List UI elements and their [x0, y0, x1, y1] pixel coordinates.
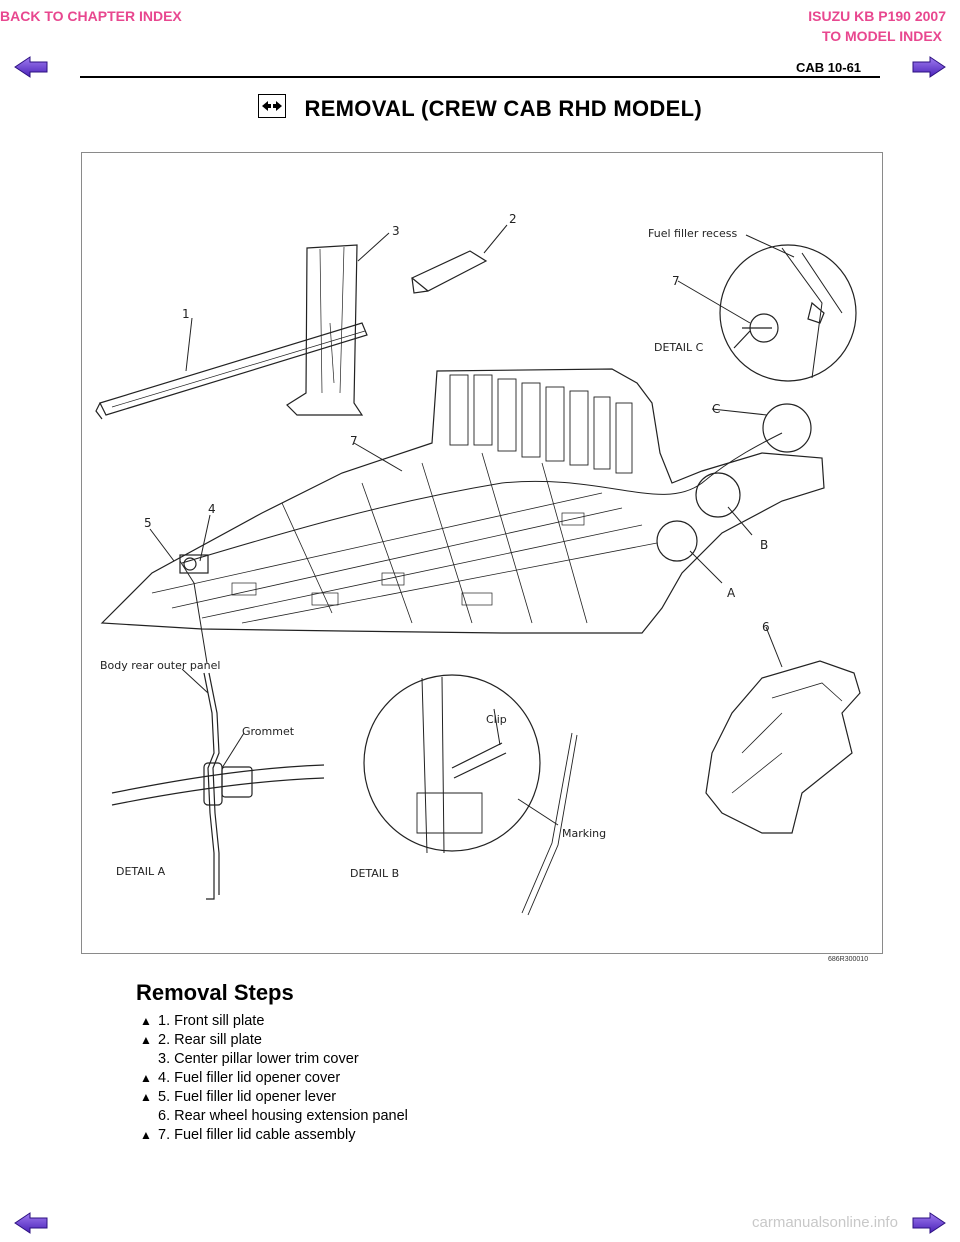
label-2: 2: [509, 212, 517, 226]
caution-marker-icon: ▲: [140, 1014, 152, 1028]
footer-prev-arrow-icon[interactable]: [14, 1212, 48, 1234]
detail-c-circle: [719, 244, 857, 382]
section-title-text: REMOVAL (CREW CAB RHD MODEL): [304, 96, 702, 121]
label-grommet: Grommet: [242, 725, 295, 738]
label-7-detail-c: 7: [672, 274, 680, 288]
removal-step-text: 6. Rear wheel housing extension panel: [158, 1108, 408, 1124]
label-detail-a: DETAIL A: [116, 865, 166, 878]
removal-steps-heading: Removal Steps: [136, 980, 294, 1005]
removal-diagram: 1 2 3 4 5 6 7 7 A B C Fuel filler recess…: [81, 152, 883, 954]
page-number: CAB 10-61: [796, 60, 862, 75]
label-1: 1: [182, 307, 190, 321]
label-detail-b: DETAIL B: [350, 867, 399, 880]
label-b: B: [760, 538, 768, 552]
removal-step-text: 3. Center pillar lower trim cover: [158, 1051, 359, 1067]
footer-next-arrow-icon[interactable]: [912, 1212, 946, 1234]
figure-code: 686R300010: [828, 956, 869, 963]
section-title: REMOVAL (CREW CAB RHD MODEL): [0, 94, 960, 122]
header-rule: [80, 76, 880, 78]
detail-a-marker: [656, 520, 698, 562]
label-marking: Marking: [562, 827, 606, 840]
caution-marker-icon: ▲: [140, 1090, 152, 1104]
back-to-chapter-index-link[interactable]: BACK TO CHAPTER INDEX: [0, 8, 182, 24]
label-5: 5: [144, 516, 152, 530]
label-detail-c: DETAIL C: [654, 341, 704, 354]
detail-b-circle: [363, 674, 541, 852]
manual-title-link[interactable]: ISUZU KB P190 2007: [808, 8, 946, 24]
label-3: 3: [392, 224, 400, 238]
label-4: 4: [208, 502, 216, 516]
label-a: A: [727, 586, 736, 600]
removal-step-text: 2. Rear sill plate: [158, 1032, 262, 1048]
removal-step: 6. Rear wheel housing extension panel: [140, 1107, 408, 1126]
removal-arrows-icon: [258, 94, 287, 118]
label-body-rear-outer-panel: Body rear outer panel: [100, 659, 220, 672]
cab-floor-outline: [100, 368, 825, 634]
removal-step: ▲ 4. Fuel filler lid opener cover: [140, 1069, 408, 1088]
detail-b-marker: [695, 472, 741, 518]
removal-step-text: 1. Front sill plate: [158, 1013, 265, 1029]
watermark: carmanualsonline.info: [752, 1214, 898, 1231]
removal-step-text: 5. Fuel filler lid opener lever: [158, 1089, 337, 1105]
center-pillar-trim-shape: [286, 244, 364, 416]
front-sill-plate-shape: [99, 322, 368, 416]
to-model-index-link[interactable]: TO MODEL INDEX: [821, 28, 942, 44]
label-7-floor: 7: [350, 434, 358, 448]
removal-steps-list: ▲ 1. Front sill plate ▲ 2. Rear sill plate 3…: [140, 1012, 408, 1145]
next-page-arrow-icon[interactable]: [912, 56, 946, 78]
removal-step: ▲ 5. Fuel filler lid opener lever: [140, 1088, 408, 1107]
detail-c-marker: [762, 403, 812, 453]
label-c: C: [712, 402, 720, 416]
removal-step-text: 7. Fuel filler lid cable assembly: [158, 1127, 356, 1143]
rear-wheel-housing-extension-shape: [705, 660, 861, 834]
removal-step: ▲ 2. Rear sill plate: [140, 1031, 408, 1050]
label-6: 6: [762, 620, 770, 634]
removal-step: 3. Center pillar lower trim cover: [140, 1050, 408, 1069]
label-clip: Clip: [486, 713, 507, 726]
caution-marker-icon: ▲: [140, 1033, 152, 1047]
removal-diagram-drawing: 1 2 3 4 5 6 7 7 A B C Fuel filler recess…: [95, 212, 861, 916]
removal-step-text: 4. Fuel filler lid opener cover: [158, 1070, 341, 1086]
label-fuel-filler-recess: Fuel filler recess: [648, 227, 737, 240]
caution-marker-icon: ▲: [140, 1071, 152, 1085]
removal-step: ▲ 1. Front sill plate: [140, 1012, 408, 1031]
removal-step: ▲ 7. Fuel filler lid cable assembly: [140, 1126, 408, 1145]
prev-page-arrow-icon[interactable]: [14, 56, 48, 78]
rear-sill-plate-shape: [410, 250, 488, 292]
caution-marker-icon: ▲: [140, 1128, 152, 1142]
